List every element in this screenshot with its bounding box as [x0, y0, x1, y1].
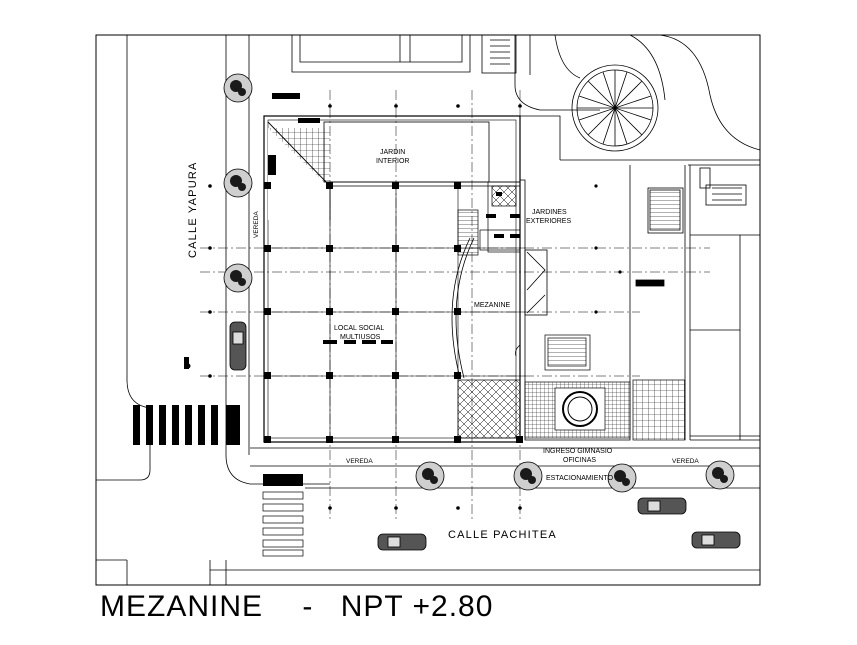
- columns: [264, 182, 523, 443]
- car-icon: [229, 321, 741, 551]
- small-fixtures: [184, 93, 520, 369]
- vereda-label-bottom-2: VEREDA: [672, 458, 699, 465]
- vereda-label-bottom-1: VEREDA: [346, 458, 373, 465]
- room-label-jardin-interior-2: INTERIOR: [376, 158, 409, 165]
- tree-detail: [230, 80, 728, 486]
- crosswalk-bottom: [262, 491, 304, 557]
- street-label-yapura: CALLE YAPURA: [187, 161, 199, 258]
- room-label-ingreso-2: OFICINAS: [563, 457, 596, 464]
- calle-pachitea-edges: [250, 447, 760, 489]
- sheet-title-level: NPT +2.80: [340, 590, 494, 623]
- room-label-ingreso-1: INGRESO GIMNASIO: [543, 448, 613, 455]
- drawing-frame: [95, 34, 761, 586]
- crosswalk-left: [133, 405, 240, 445]
- neighbour-building-right: [560, 159, 760, 441]
- room-label-estacionamiento: ESTACIONAMIENTO: [546, 475, 614, 482]
- neighbour-block-top: [291, 34, 600, 111]
- room-label-mezanine: MEZANINE: [474, 302, 511, 309]
- sheet-title-name: MEZANINE: [100, 590, 264, 623]
- parking-marker: [263, 474, 303, 486]
- sheet-title: MEZANINE - NPT +2.80: [100, 590, 493, 624]
- roundabout: [554, 34, 761, 152]
- room-label-jardin-interior-1: JARDIN: [380, 149, 405, 156]
- lower-hatched-zones: [457, 379, 686, 441]
- room-label-local-social-1: LOCAL SOCIAL: [334, 325, 384, 332]
- stair-core: [457, 181, 591, 371]
- jardin-interior: [267, 121, 520, 220]
- sheet-title-separator: -: [302, 590, 314, 623]
- room-label-jardines-exteriores-1: JARDINES: [532, 209, 567, 216]
- room-label-jardines-exteriores-2: EXTERIORES: [526, 218, 571, 225]
- vereda-label-left: VEREDA: [253, 211, 260, 238]
- room-label-local-social-2: MULTIUSOS: [340, 334, 381, 341]
- street-label-pachitea: CALLE PACHITEA: [448, 529, 557, 541]
